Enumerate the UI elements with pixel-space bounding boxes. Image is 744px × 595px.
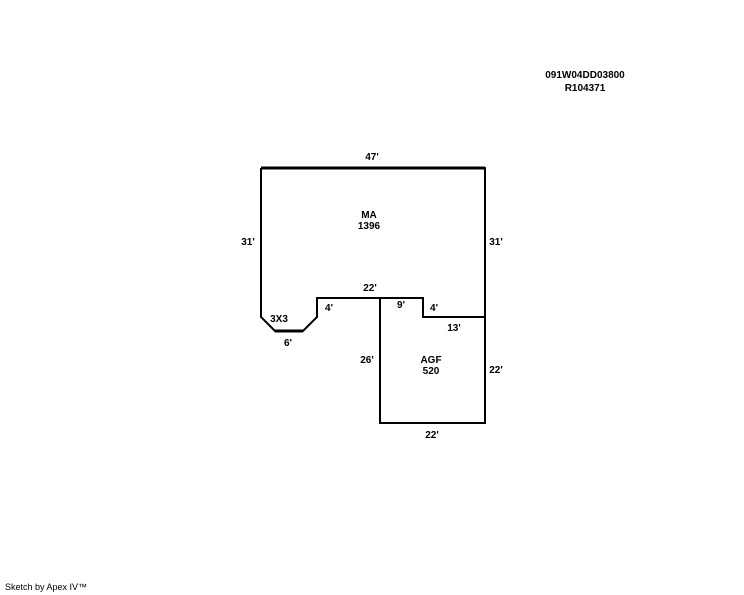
dim-top: 47' <box>365 152 379 163</box>
main-area-outline <box>260 167 486 332</box>
dim-garage-right: 22' <box>489 365 503 376</box>
garage-area-code: AGF <box>420 355 441 366</box>
dim-garage-bottom: 22' <box>425 430 439 441</box>
bay-code: 3X3 <box>270 314 288 325</box>
footer-credit: Sketch by Apex IV™ <box>5 582 88 592</box>
dim-right: 31' <box>489 237 503 248</box>
main-area-sqft: 1396 <box>358 221 381 232</box>
dim-inner-left: 4' <box>325 303 333 314</box>
dim-inner-9: 9' <box>397 300 405 311</box>
garage-outline <box>379 298 486 424</box>
dim-inner-right: 4' <box>430 303 438 314</box>
parcel-id: 091W04DD03800 <box>545 70 625 81</box>
main-area-code: MA <box>361 210 377 221</box>
record-id: R104371 <box>564 83 606 94</box>
dim-inner-13: 13' <box>447 323 461 334</box>
garage-area-sqft: 520 <box>423 366 440 377</box>
dim-bay-bottom: 6' <box>284 338 292 349</box>
dim-garage-left: 26' <box>360 355 374 366</box>
dim-left: 31' <box>241 237 255 248</box>
dim-inner-top: 22' <box>363 283 377 294</box>
